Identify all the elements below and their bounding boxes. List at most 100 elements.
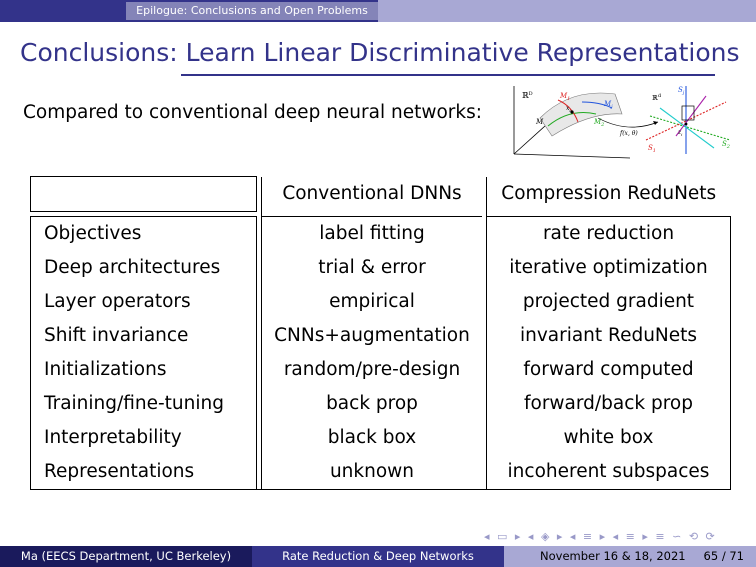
footer-date-page: November 16 & 18, 2021 65 / 71 — [504, 546, 756, 567]
column-gap — [256, 387, 262, 421]
table-row: Representations unknown incoherent subsp… — [30, 455, 731, 490]
mapping-arrow — [597, 117, 659, 128]
column-gap — [256, 421, 262, 455]
header-cell-empty — [30, 176, 257, 212]
manifold-curve-red — [557, 99, 579, 123]
subspace-point — [684, 122, 688, 126]
row-label: Shift invariance — [30, 319, 257, 353]
table-header-row: Conventional DNNs Compression ReduNets — [30, 176, 731, 212]
title-main: Learn Linear Discriminative Representati… — [185, 38, 740, 67]
label-m: M — [535, 118, 544, 126]
column-gap — [482, 285, 487, 319]
table-row: Shift invariance CNNs+augmentation invar… — [30, 319, 731, 353]
label-f: f(x, θ) — [619, 130, 638, 137]
spacer-cell — [256, 211, 262, 217]
row-label: Deep architectures — [30, 251, 257, 285]
manifold-diagram: ℝD M M1 xi M2 Mj f(x, θ) ℝd zi Sj S1 S2 — [513, 86, 731, 159]
row-conventional: unknown — [261, 455, 482, 490]
header-bar: Epilogue: Conclusions and Open Problems — [0, 0, 756, 22]
beamer-navigation-icons[interactable]: ◂ ▭ ▸ ◂ ◈ ▸ ◂ ≡ ▸ ◂ ≡ ▸ ≡ ∽ ⟲ ⟳ — [484, 530, 717, 543]
row-redunets: white box — [486, 421, 731, 455]
column-gap — [482, 421, 487, 455]
row-redunets: rate reduction — [486, 216, 731, 251]
column-gap — [256, 319, 262, 353]
row-redunets: projected gradient — [486, 285, 731, 319]
row-redunets: forward/back prop — [486, 387, 731, 421]
spacer-cell — [486, 211, 731, 217]
column-gap — [482, 387, 487, 421]
table-row: Layer operators empirical projected grad… — [30, 285, 731, 319]
row-label: Interpretability — [30, 421, 257, 455]
column-gap — [482, 353, 487, 387]
column-gap — [482, 455, 487, 490]
section-title[interactable]: Epilogue: Conclusions and Open Problems — [136, 4, 368, 17]
row-conventional: random/pre-design — [283, 359, 461, 380]
row-conventional: black box — [327, 427, 417, 448]
row-label: Initializations — [30, 353, 257, 387]
table-row: Objectives label fitting rate reduction — [30, 216, 731, 251]
column-gap — [482, 251, 487, 285]
row-conventional: label fitting — [319, 223, 425, 244]
column-gap — [256, 251, 262, 285]
axes-left — [513, 86, 631, 159]
column-gap — [256, 353, 262, 387]
footer-page-number: 65 / 71 — [703, 549, 744, 563]
header-right — [378, 0, 756, 22]
manifold-point — [570, 110, 574, 114]
row-redunets: incoherent subspaces — [486, 455, 731, 490]
column-gap — [482, 216, 487, 251]
spacer-cell — [482, 211, 487, 217]
row-label: Objectives — [30, 216, 257, 251]
table-row: Deep architectures trial & error iterati… — [30, 251, 731, 285]
title-underline — [181, 74, 715, 76]
spacer-cell — [30, 211, 257, 217]
row-conventional: back prop — [326, 393, 418, 414]
title-prefix: Conclusions: — [20, 38, 178, 67]
label-zi: zi — [677, 129, 683, 137]
column-gap — [482, 176, 487, 212]
label-s1: S1 — [648, 144, 656, 154]
column-gap — [256, 455, 262, 490]
mapping-arrowhead — [653, 121, 658, 125]
header-redunets: Compression ReduNets — [501, 183, 717, 204]
column-gap — [256, 176, 262, 212]
footer-date: November 16 & 18, 2021 — [540, 549, 686, 563]
row-redunets: forward computed — [486, 353, 731, 387]
label-m2: M2 — [593, 118, 604, 128]
header-conventional: Conventional DNNs — [282, 183, 462, 204]
row-redunets: invariant ReduNets — [486, 319, 731, 353]
column-gap — [482, 319, 487, 353]
comparison-table: Conventional DNNs Compression ReduNets O… — [30, 176, 731, 490]
footer-author[interactable]: Ma (EECS Department, UC Berkeley) — [0, 546, 252, 567]
table-row: Initializations random/pre-design forwar… — [30, 353, 731, 387]
label-xi: xi — [566, 105, 571, 113]
footer-talk-title[interactable]: Rate Reduction & Deep Networks — [252, 546, 504, 567]
label-rd-big: ℝD — [522, 91, 533, 100]
label-sj: Sj — [678, 86, 685, 96]
section-highlight — [126, 2, 378, 20]
label-s2: S2 — [722, 140, 730, 150]
header-left — [0, 0, 378, 22]
label-rd-small: ℝd — [652, 93, 662, 102]
manifold-curve-blue — [581, 101, 613, 109]
row-label: Training/fine-tuning — [30, 387, 257, 421]
row-label: Layer operators — [30, 285, 257, 319]
slide-title: Conclusions: Learn Linear Discriminative… — [20, 38, 740, 67]
row-conventional: trial & error — [318, 257, 426, 278]
row-conventional: empirical — [329, 291, 415, 312]
spacer-cell — [261, 211, 482, 217]
footer-bar: Ma (EECS Department, UC Berkeley) Rate R… — [0, 546, 756, 567]
column-gap — [256, 285, 262, 319]
label-mj: Mj — [603, 100, 613, 110]
column-gap — [256, 216, 262, 251]
label-m1: M1 — [559, 92, 570, 102]
row-conventional: CNNs+augmentation — [274, 325, 470, 346]
subspaces — [645, 86, 731, 154]
table-row: Training/fine-tuning back prop forward/b… — [30, 387, 731, 421]
header-spacer — [30, 211, 731, 217]
table-row: Interpretability black box white box — [30, 421, 731, 455]
manifold-curve-green — [547, 112, 597, 127]
row-label: Representations — [30, 455, 257, 490]
row-redunets: iterative optimization — [486, 251, 731, 285]
subtitle: Compared to conventional deep neural net… — [23, 102, 482, 123]
